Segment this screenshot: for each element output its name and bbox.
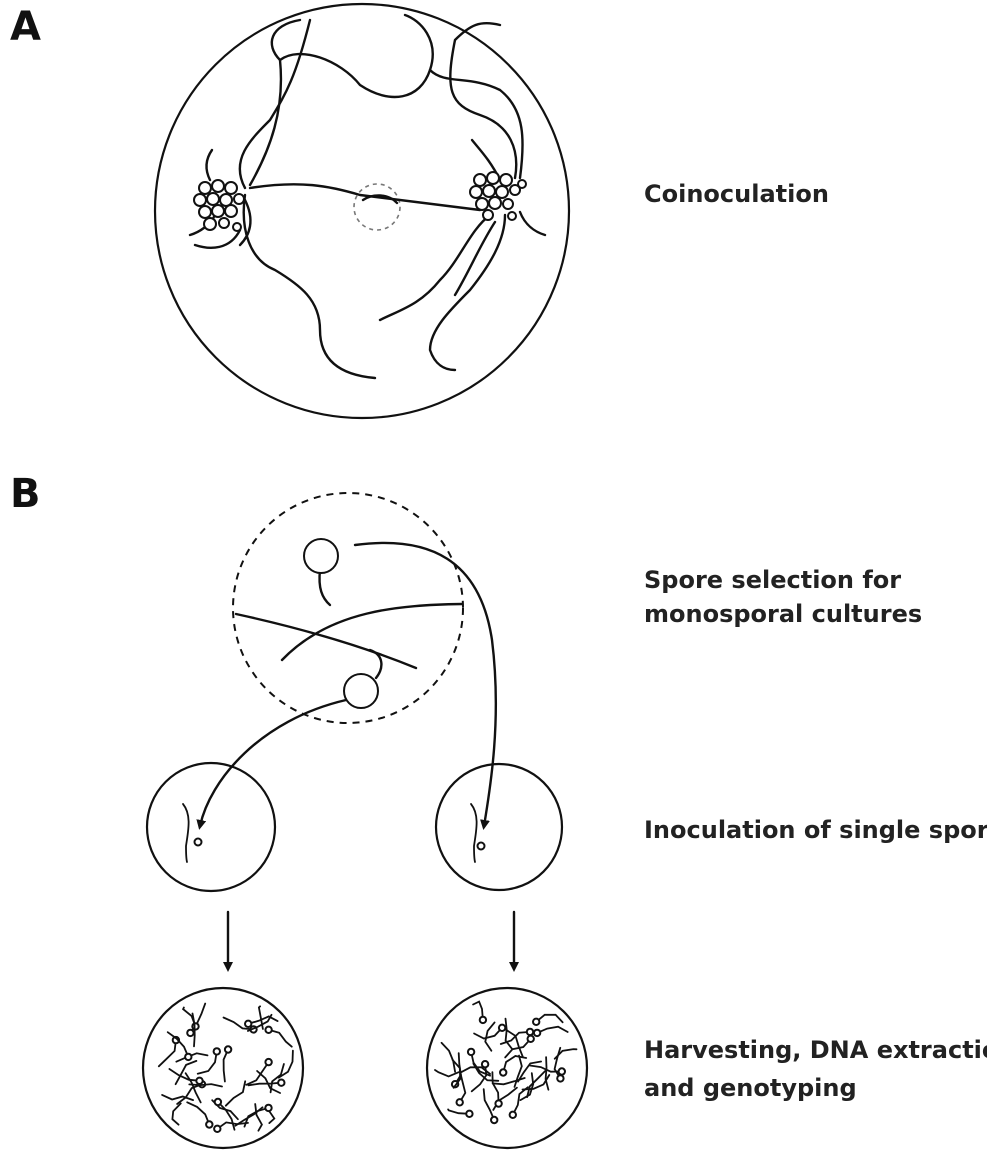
mycelium-hypha	[492, 1072, 498, 1104]
harvest-label-line2: and genotyping	[644, 1074, 857, 1102]
new-spore	[206, 1121, 212, 1127]
selected-spore-upper	[304, 539, 338, 573]
selection-label-line2: monosporal cultures	[644, 600, 922, 628]
new-spore	[482, 1061, 488, 1067]
panel-b-label: B	[10, 471, 41, 517]
single-spore	[195, 839, 202, 846]
inoculation-label: Inoculation of single spores	[644, 816, 987, 844]
selection-view	[233, 493, 463, 723]
new-spore	[534, 1030, 540, 1036]
new-spore	[214, 1048, 220, 1054]
selection-label-line1: Spore selection for	[644, 566, 901, 594]
new-spore	[245, 1021, 251, 1027]
new-spore	[468, 1049, 474, 1055]
single-spore-dish-left	[147, 763, 275, 891]
new-spore	[192, 1023, 198, 1029]
mycelium-hypha	[513, 1087, 528, 1115]
mycelium-hypha	[177, 1084, 202, 1104]
mycelium-hypha	[271, 1064, 284, 1092]
mycelium-hypha	[460, 1071, 466, 1102]
hypha-main	[236, 614, 416, 668]
new-spore	[480, 1017, 486, 1023]
mycelium-hypha	[172, 1103, 180, 1124]
new-spore	[527, 1029, 533, 1035]
new-spore	[466, 1111, 472, 1117]
new-spore	[265, 1027, 271, 1033]
selected-spore-lower	[344, 674, 378, 708]
new-spore	[265, 1105, 271, 1111]
new-spore	[499, 1025, 505, 1031]
mycelium-hypha	[269, 1030, 292, 1047]
mycelium-hypha	[168, 1032, 189, 1057]
new-spore	[457, 1099, 463, 1105]
new-spore	[214, 1126, 220, 1132]
mycelium-hypha	[162, 1095, 193, 1100]
mycelium-hypha	[159, 1040, 176, 1066]
new-spore	[215, 1099, 221, 1105]
coinoculation-dish	[155, 4, 569, 418]
new-spore	[196, 1078, 202, 1084]
spore-cluster-right	[470, 172, 526, 220]
grown-culture-left	[143, 988, 303, 1148]
coinoculation-label: Coinoculation	[644, 180, 829, 208]
new-spore	[265, 1059, 271, 1065]
mycelium-hypha	[224, 1050, 229, 1082]
mycelium-hypha	[537, 1027, 568, 1033]
mycelium-hypha	[484, 1089, 495, 1120]
grown-culture-right	[427, 988, 587, 1148]
spore-stalk-upper	[319, 570, 330, 605]
new-spore	[495, 1100, 501, 1106]
single-spore-dish-right	[436, 764, 562, 890]
new-spore	[187, 1030, 193, 1036]
mycelium-hypha	[246, 1062, 268, 1085]
new-spore	[225, 1046, 231, 1052]
mycelium-hypha	[503, 1056, 526, 1073]
new-spore	[559, 1068, 565, 1074]
new-spore	[278, 1080, 284, 1086]
mycelium-hypha	[187, 1102, 209, 1124]
new-spore	[533, 1019, 539, 1025]
mycelium-hypha	[169, 1069, 199, 1081]
new-spore	[500, 1069, 506, 1075]
new-spore	[557, 1075, 563, 1081]
harvest-label-line1: Harvesting, DNA extraction	[644, 1036, 987, 1064]
new-spore	[185, 1054, 191, 1060]
panel-a-label: A	[10, 4, 41, 50]
mycelium-hypha	[248, 1016, 277, 1023]
mycelium-hypha	[442, 1043, 456, 1072]
inoculation-point-marker	[354, 184, 400, 230]
new-spore	[510, 1112, 516, 1118]
spore-cluster-left	[194, 180, 244, 231]
single-spore	[478, 843, 485, 850]
new-spore	[491, 1117, 497, 1123]
mycelium-hypha	[546, 1057, 549, 1090]
mycelium-hypha	[248, 1083, 281, 1086]
new-spore	[528, 1036, 534, 1042]
mycelium-hypha	[226, 1081, 245, 1105]
